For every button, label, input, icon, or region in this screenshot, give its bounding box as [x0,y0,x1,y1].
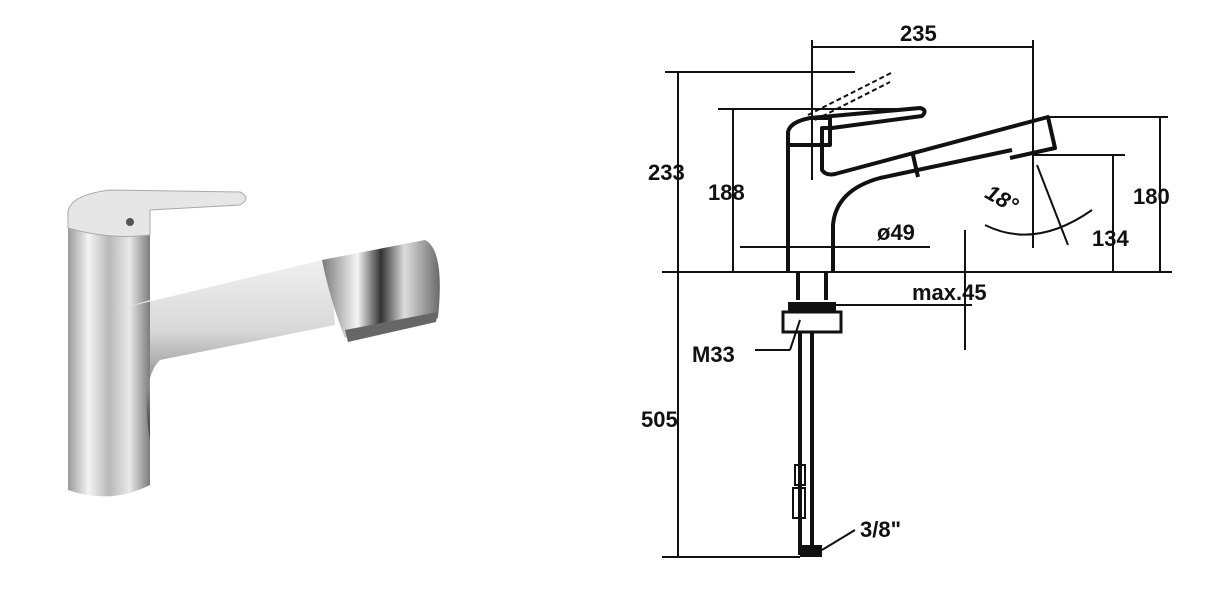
dim-swivel-angle: 18° [981,180,1022,218]
faucet-body [68,215,150,497]
dim-total-height: 233 [648,160,685,185]
dim-spout-height: 180 [1133,184,1170,209]
dim-thread: M33 [692,342,735,367]
faucet-spout [115,258,335,440]
faucet-lever [67,189,247,237]
dimension-lines [662,40,1172,558]
dim-reach: 235 [900,21,937,46]
dim-body-diameter: ø49 [877,220,915,245]
dim-max-worktop: max.45 [912,280,987,305]
technical-drawing: 235 233 188 ø49 180 134 18° max.45 M33 5… [641,21,1172,558]
pullout-spray-head [322,240,440,342]
faucet-product-photo [67,189,440,497]
faucet-outline [781,71,1057,557]
dim-hose-length: 505 [641,407,678,432]
dim-outlet-height: 134 [1092,226,1129,251]
dim-connection: 3/8" [860,517,901,542]
dim-lever-height: 188 [708,180,745,205]
